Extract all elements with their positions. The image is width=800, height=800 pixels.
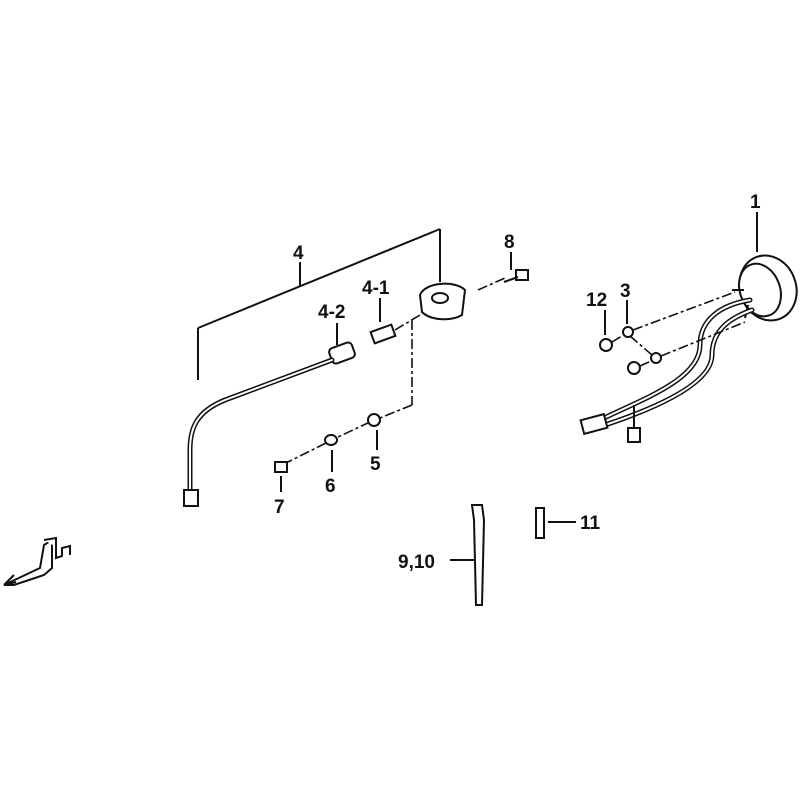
part-12-3-fasteners [599,291,746,375]
label-12: 12 [586,290,607,311]
front-direction-arrow-icon: F [3,536,71,586]
label-8: 8 [504,232,515,253]
leader-lines [197,212,758,561]
label-9-10: 9,10 [398,552,435,573]
label-5: 5 [370,454,381,475]
label-4-1: 4-1 [362,278,390,299]
label-6: 6 [325,476,336,497]
part-8-screw [503,269,529,283]
part-4-license-lamp [183,277,506,507]
part-9-10-cable-tie [470,504,486,606]
label-3: 3 [620,281,631,302]
label-7: 7 [274,497,285,518]
part-11-clip [535,507,545,539]
label-11: 11 [580,513,601,534]
part-6-washer [324,434,338,446]
part-5-washer [367,413,381,427]
label-4-2: 4-2 [318,302,345,323]
part-7-nut [274,461,288,473]
part-1-lamp [579,254,798,443]
label-1: 1 [750,192,761,213]
label-4: 4 [293,243,304,264]
